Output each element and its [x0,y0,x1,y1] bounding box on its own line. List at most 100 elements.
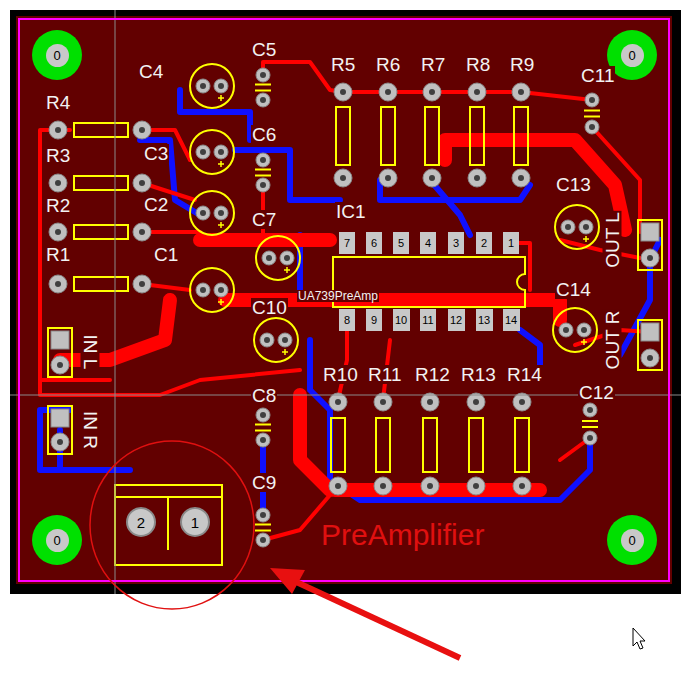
board-border [10,10,681,594]
ic-pin-number: 7 [339,232,355,254]
connector-label: IN L [81,334,100,371]
ic-pin-number: 13 [476,309,493,331]
pad [133,223,151,241]
part-label: R4 [45,93,71,112]
drill-hole [260,437,266,443]
drill-hole [218,149,224,155]
capacitor-symbol [190,268,234,312]
capacitor-symbol [190,64,234,108]
pad [468,83,486,101]
part-label: C2 [143,195,169,214]
pad [214,283,228,297]
drill-hole [518,175,524,181]
hole-number: 0 [46,44,69,67]
drill-hole [380,399,386,405]
pad [256,433,270,447]
part-label: R6 [375,55,401,74]
drill-hole [200,210,206,216]
part-label: R7 [420,55,446,74]
pad [196,145,210,159]
pad [512,169,530,187]
part-label: C6 [251,125,277,144]
drill-hole [519,399,525,405]
part-label: C14 [555,280,592,299]
part-label: R8 [465,55,491,74]
pad [256,508,270,522]
polarity-mark [218,95,224,101]
hole-number: 0 [46,529,69,552]
drill-hole [427,399,433,405]
pad [379,169,397,187]
bottom-trace [310,340,590,500]
ic-pin-number: 14 [503,309,520,331]
pad [256,178,270,192]
resistor-symbol [74,225,128,239]
pad [423,83,441,101]
pad [468,169,486,187]
pad [133,275,151,293]
drill-hole [581,327,587,333]
drill-hole [200,287,206,293]
ic-pin-number: 10 [393,309,410,331]
drill-hole [647,255,653,261]
capacitor-symbol [190,191,234,235]
drill-hole [583,224,589,230]
capacitor-symbol [255,85,271,91]
bottom-trace [235,150,340,200]
terminal-pad: 2 [126,507,156,537]
board-title: PreAmplifier [320,520,485,550]
pin-number: 1 [191,515,199,530]
top-trace [40,130,110,380]
part-label: C12 [578,383,615,402]
pad [329,393,347,411]
ic-pin-number: 8 [339,309,355,331]
pad [467,477,485,495]
drill-hole [380,483,386,489]
drill-hole [473,483,479,489]
part-label: C9 [251,473,277,492]
polarity-mark [282,349,288,355]
pad [256,533,270,547]
header-outline [48,328,72,377]
capacitor-symbol [584,111,600,117]
resistor-symbol [423,418,437,472]
pad [214,79,228,93]
drill-hole [429,89,435,95]
drill-hole [335,483,341,489]
part-label: R1 [45,245,71,264]
resistor-symbol [74,176,128,190]
pad [260,333,274,347]
pad [513,393,531,411]
part-label: R14 [506,365,543,384]
part-label: C4 [138,62,164,81]
resistor-symbol [74,277,128,291]
pad [583,403,597,417]
drill-hole [260,412,266,418]
drill-hole [340,89,346,95]
callout-arrow [292,580,460,658]
part-label: UA739PreAmp [297,290,379,302]
polarity-mark [218,161,224,167]
pad [256,408,270,422]
drill-hole [565,224,571,230]
drill-hole [200,83,206,89]
drill-hole [284,255,290,261]
bottom-trace [430,180,470,235]
mounting-hole: 0 [32,30,82,80]
pad [512,83,530,101]
part-label: R2 [45,196,71,215]
pad [374,477,392,495]
ic-pin-number: 5 [393,232,409,254]
part-label: C5 [251,40,277,59]
drill-hole [282,337,288,343]
pad [51,356,69,374]
pad [133,174,151,192]
capacitor-symbol [255,170,271,176]
part-label: C11 [580,66,615,85]
drill-hole [139,127,145,133]
drill-hole [563,327,569,333]
ic-pin-number: 11 [420,309,436,331]
connector-label: OUT R [603,310,622,371]
pad [256,153,270,167]
header-outline [48,406,72,454]
